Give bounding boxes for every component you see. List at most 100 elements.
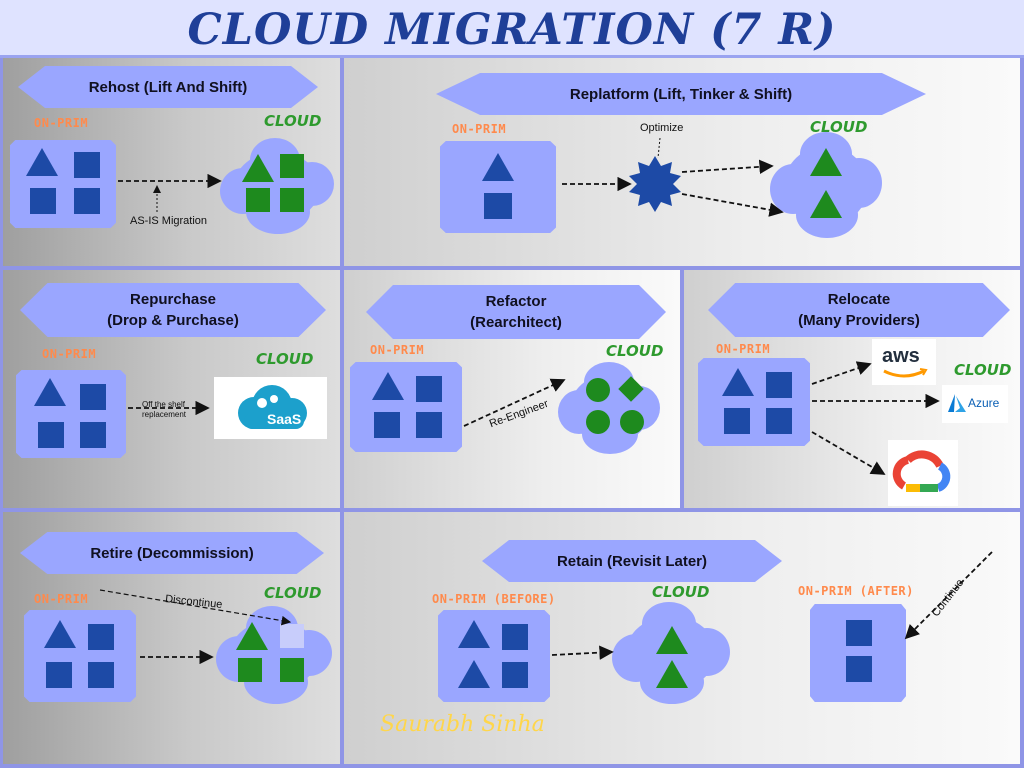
- triangle-icon: [810, 190, 842, 218]
- refactor-onprem-box: [350, 362, 462, 452]
- square-icon: [46, 662, 72, 688]
- rehost-arrow-label: AS-IS Migration: [130, 215, 208, 227]
- triangle-icon: [44, 620, 76, 648]
- replatform-cloud: [770, 128, 882, 240]
- retain-cloud: [612, 600, 730, 704]
- repurchase-arrow-label-line2: replacement: [142, 410, 187, 419]
- square-icon: [74, 188, 100, 214]
- aws-smile-icon: [883, 368, 928, 378]
- repurchase-title-line1: Repurchase: [130, 291, 216, 308]
- signature: Saurabh Sinha: [380, 712, 545, 737]
- google-cloud-logo: [888, 440, 958, 506]
- repurchase-onprem-label: ON-PRIM: [42, 347, 97, 361]
- replatform-onprem-box: [440, 141, 556, 233]
- triangle-icon: [810, 148, 842, 176]
- repurchase-arrow-label-line1: Off the shelf: [142, 400, 185, 409]
- replatform-onprem-label: ON-PRIM: [452, 122, 507, 136]
- azure-logo: Azure: [942, 385, 1008, 423]
- aws-logo: aws: [872, 339, 936, 385]
- square-icon: [724, 408, 750, 434]
- retain-onprem-after-label: ON-PRIM (AFTER): [798, 584, 914, 598]
- circle-icon: [620, 410, 644, 434]
- retire-banner: Retire (Decommission): [20, 532, 324, 574]
- triangle-icon: [482, 153, 514, 181]
- saas-cloud-icon: [238, 385, 307, 429]
- triangle-icon: [26, 148, 58, 176]
- replatform-cloud-label: CLOUD: [810, 118, 868, 136]
- square-icon: [80, 384, 106, 410]
- square-icon: [246, 188, 270, 212]
- rehost-onprem-box: [10, 140, 116, 228]
- relocate-onprem-label: ON-PRIM: [716, 342, 771, 356]
- aws-label: aws: [882, 345, 920, 367]
- retain-banner: Retain (Revisit Later): [482, 540, 782, 582]
- rehost-cloud-label: CLOUD: [264, 112, 322, 130]
- square-icon: [502, 662, 528, 688]
- square-icon: [88, 624, 114, 650]
- square-icon: [846, 656, 872, 682]
- retain-onprem-after-box: [810, 604, 906, 702]
- removed-square-icon: [280, 624, 304, 648]
- relocate-onprem-box: [698, 358, 810, 446]
- square-icon: [484, 193, 512, 219]
- refactor-banner: Refactor (Rearchitect): [366, 285, 666, 339]
- triangle-icon: [34, 378, 66, 406]
- refactor-cloud-label: CLOUD: [606, 342, 664, 360]
- square-icon: [80, 422, 106, 448]
- triangle-icon: [656, 626, 688, 654]
- relocate-title-line1: Relocate: [827, 291, 891, 308]
- square-icon: [374, 412, 400, 438]
- square-icon: [38, 422, 64, 448]
- retire-title: Retire (Decommission): [90, 544, 254, 562]
- repurchase-onprem-box: [16, 370, 126, 458]
- page-title: CLOUD MIGRATION (7 R): [187, 5, 837, 55]
- refactor-onprem-label: ON-PRIM: [370, 343, 425, 357]
- refactor-cloud: [558, 360, 660, 456]
- square-icon: [502, 624, 528, 650]
- saas-logo: SaaS: [214, 377, 327, 439]
- retain-onprem-before-box: [438, 610, 550, 702]
- square-icon: [766, 408, 792, 434]
- square-icon: [416, 412, 442, 438]
- rehost-title: Rehost (Lift And Shift): [88, 78, 248, 96]
- square-icon: [74, 152, 100, 178]
- triangle-icon: [656, 660, 688, 688]
- square-icon: [88, 662, 114, 688]
- square-icon: [280, 154, 304, 178]
- square-icon: [846, 620, 872, 646]
- relocate-title-line2: (Many Providers): [798, 312, 920, 329]
- retire-onprem-box: [24, 610, 136, 702]
- retire-cloud-label: CLOUD: [264, 584, 322, 602]
- circle-icon: [586, 410, 610, 434]
- square-icon: [280, 658, 304, 682]
- square-icon: [280, 188, 304, 212]
- relocate-cloud-label: CLOUD: [954, 361, 1012, 379]
- refactor-title-line1: Refactor: [485, 293, 547, 310]
- retain-cloud-label: CLOUD: [652, 583, 710, 601]
- circle-icon: [586, 378, 610, 402]
- rehost-onprem-label: ON-PRIM: [34, 116, 89, 130]
- repurchase-title-line2: (Drop & Purchase): [107, 312, 239, 329]
- saas-label: SaaS: [267, 411, 302, 427]
- relocate-banner: Relocate (Many Providers): [708, 283, 1010, 337]
- square-icon: [416, 376, 442, 402]
- triangle-icon: [242, 154, 274, 182]
- triangle-icon: [458, 660, 490, 688]
- square-icon: [766, 372, 792, 398]
- refactor-title-line2: (Rearchitect): [470, 314, 562, 331]
- repurchase-banner: Repurchase (Drop & Purchase): [20, 283, 326, 337]
- triangle-icon: [722, 368, 754, 396]
- triangle-icon: [372, 372, 404, 400]
- page-title-bar: CLOUD MIGRATION (7 R): [0, 0, 1024, 58]
- retire-onprem-label: ON-PRIM: [34, 592, 89, 606]
- square-icon: [30, 188, 56, 214]
- retain-title: Retain (Revisit Later): [556, 552, 708, 570]
- replatform-title: Replatform (Lift, Tinker & Shift): [569, 85, 793, 103]
- repurchase-arrow-label: Off the shelf replacement: [142, 400, 186, 420]
- triangle-icon: [458, 620, 490, 648]
- retire-cloud: [216, 604, 332, 704]
- replatform-banner: Replatform (Lift, Tinker & Shift): [436, 73, 926, 115]
- repurchase-cloud-label: CLOUD: [256, 350, 314, 368]
- azure-icon: [948, 394, 966, 412]
- square-icon: [238, 658, 262, 682]
